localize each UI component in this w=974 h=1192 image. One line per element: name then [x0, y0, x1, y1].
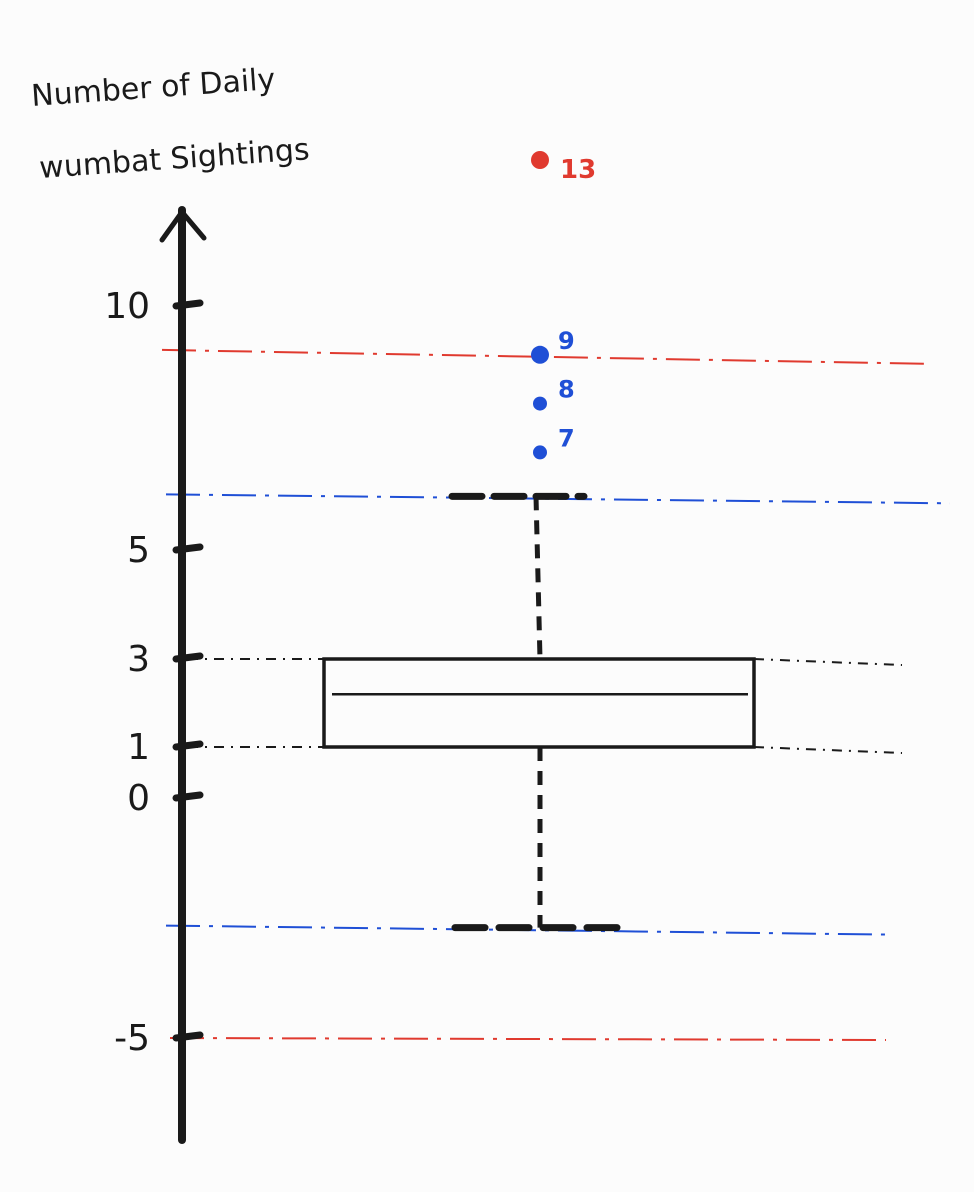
y-tick--5	[172, 1031, 204, 1042]
y-tick-label-5: 5	[127, 530, 150, 571]
y-tick-label-0: 0	[127, 778, 150, 819]
y-tick-0	[172, 791, 204, 802]
outlier-label-13: 13	[560, 155, 596, 185]
y-tick-10	[172, 299, 204, 310]
y-tick-label-1: 1	[127, 727, 150, 768]
upper-whisker	[533, 496, 543, 660]
outlier-point-13	[531, 151, 549, 169]
y-tick-label-3: 3	[127, 639, 150, 680]
outlier-point-8	[533, 396, 547, 411]
upper-outer-fence-line	[161, 348, 933, 365]
y-tick-label-10: 10	[104, 286, 150, 327]
y-tick-3	[172, 652, 204, 663]
outlier-point-9	[531, 345, 549, 364]
y-tick-5	[172, 543, 204, 554]
y-axis-label-line1: Number of Daily	[30, 62, 276, 114]
iqr-box	[322, 657, 756, 749]
q1-guide-right	[753, 746, 903, 754]
outlier-point-7	[533, 445, 547, 460]
y-tick-1	[172, 740, 204, 751]
outlier-label-9: 9	[558, 327, 575, 355]
lower-outer-fence-line	[169, 1037, 887, 1041]
outlier-label-8: 8	[558, 376, 575, 404]
y-axis-arrow	[159, 209, 207, 243]
y-axis-label-line2: wumbat Sightings	[38, 132, 311, 186]
outlier-label-7: 7	[558, 424, 575, 452]
q3-guide-right	[753, 658, 903, 666]
y-tick-label--5: -5	[114, 1018, 150, 1059]
